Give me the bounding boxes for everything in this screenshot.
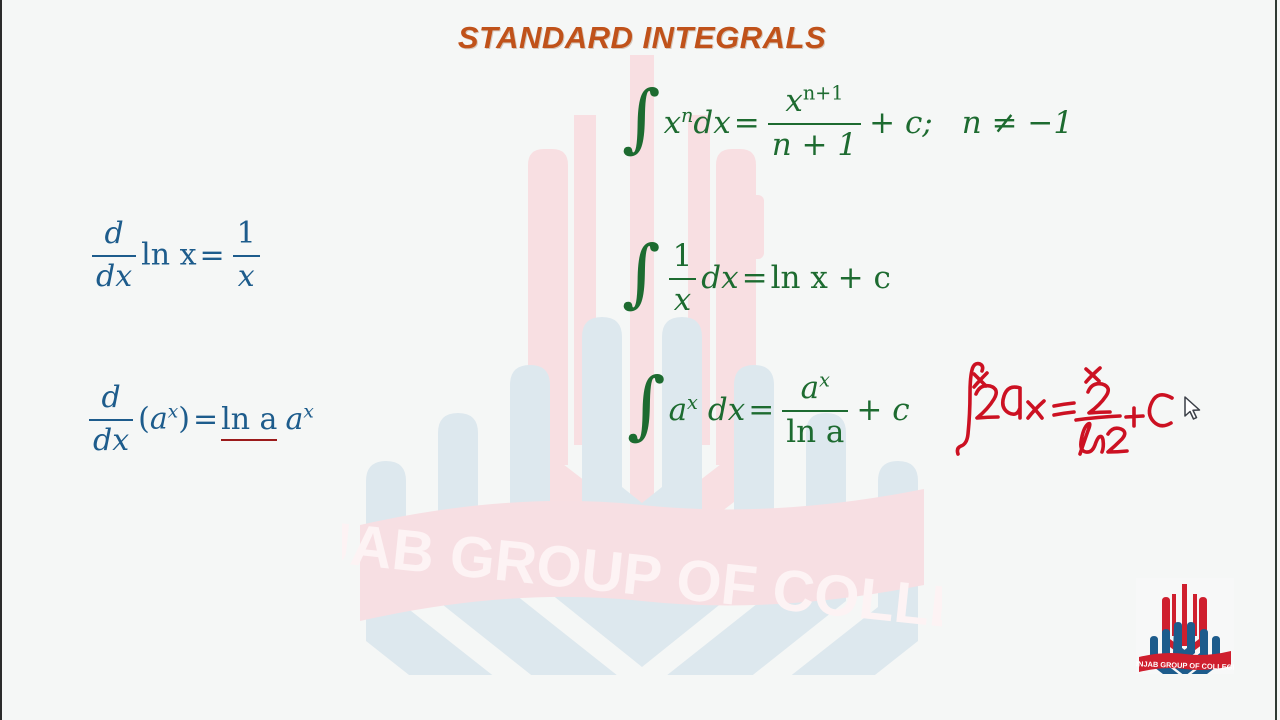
hand-letter-d [1001,385,1022,420]
integrand-base: a [668,392,688,429]
fraction-denominator: n + 1 [771,126,858,163]
integrand-base: x [663,105,682,142]
mouse-cursor [1183,396,1203,422]
paren-open: ( [138,401,150,437]
equals-sign: = [199,237,225,273]
result-expression: ln x + c [770,260,891,297]
paren-close: ) [178,401,190,437]
hand-fraction-bar [1074,414,1122,422]
hand-integral-sign [955,361,985,456]
fraction-denominator: ln a [786,413,845,450]
hand-digit-2 [974,383,1000,420]
handwritten-annotation [940,358,1180,463]
fraction-bar [232,254,260,257]
function-base: a [149,401,168,437]
integrand-exponent: x [687,390,698,414]
condition-clause: n ≠ −1 [961,105,1074,142]
function-lnx: ln x [141,237,197,273]
operator-bar [92,254,137,257]
operator-bar [89,418,134,421]
hand-equals [1052,401,1076,417]
hand-numerator-exponent [1084,366,1102,384]
numerator-base: a [800,370,820,406]
result-fraction: ax ln a [782,368,849,450]
derivative-operator: d dx [92,216,137,294]
formula-derivative-lnx: d dx ln x= 1 x [87,216,265,295]
hand-letter-C [1147,393,1174,428]
fraction-numerator: 1 [236,216,256,251]
result-fraction: 1 x [232,216,260,294]
numerator-exponent: n+1 [802,81,844,105]
differential: dx [693,105,731,142]
fraction-bar [767,122,862,125]
plus-constant: + c; [869,105,933,142]
numerator-exponent: x [819,368,830,392]
hand-plus [1124,406,1145,428]
formula-integral-power-rule: ∫xndx= xn+1 n + 1 + c;n ≠ −1 [622,75,1074,163]
differential: dx [707,392,746,429]
result-fraction: xn+1 n + 1 [767,81,862,163]
slide-right-border [1275,0,1277,720]
function-exponent: x [167,401,179,423]
derivative-operator: d dx [89,380,134,458]
hand-numerator-2 [1086,381,1112,415]
fraction-denominator: x [237,258,255,294]
fraction-bar [782,409,849,412]
cursor-arrow-icon [1184,396,1201,420]
operator-numerator: d [104,216,124,251]
watermark-banner-text: PUNJAB GROUP OF COLLEGES [342,496,942,655]
result-base: a [285,401,304,437]
operator-denominator: dx [96,258,133,294]
fraction-bar [668,277,697,280]
result-ln-a-underlined: ln a [221,401,278,441]
punjab-group-of-colleges-logo: PUNJAB GROUP OF COLLEGES [1136,578,1234,674]
result-exponent: x [303,401,314,423]
hand-letter-x [1026,399,1046,420]
hand-denominator-ln2 [1078,421,1129,456]
fraction-numerator: 1 [672,238,693,274]
watermark-banner [360,489,924,621]
differential: dx [701,260,739,297]
operator-denominator: dx [93,422,130,458]
integrand-exponent: n [681,103,694,127]
equals-sign: = [733,105,760,142]
fraction-numerator: xn+1 [768,81,861,120]
equals-sign: = [192,401,219,437]
formula-integral-reciprocal: ∫ 1 x dx=ln x + c [622,230,891,318]
plus-constant: + c [856,392,910,429]
integrand-fraction: 1 x [668,238,697,318]
page-title: STANDARD INTEGRALS [457,20,827,55]
equals-sign: = [741,260,768,297]
numerator-base: x [785,83,803,119]
logo-banner [1139,651,1231,672]
equals-sign: = [748,392,775,429]
fraction-numerator: ax [782,368,848,407]
fraction-denominator: x [673,281,692,318]
logo-banner-text: PUNJAB GROUP OF COLLEGES [1136,659,1234,672]
operator-numerator: d [101,380,121,415]
